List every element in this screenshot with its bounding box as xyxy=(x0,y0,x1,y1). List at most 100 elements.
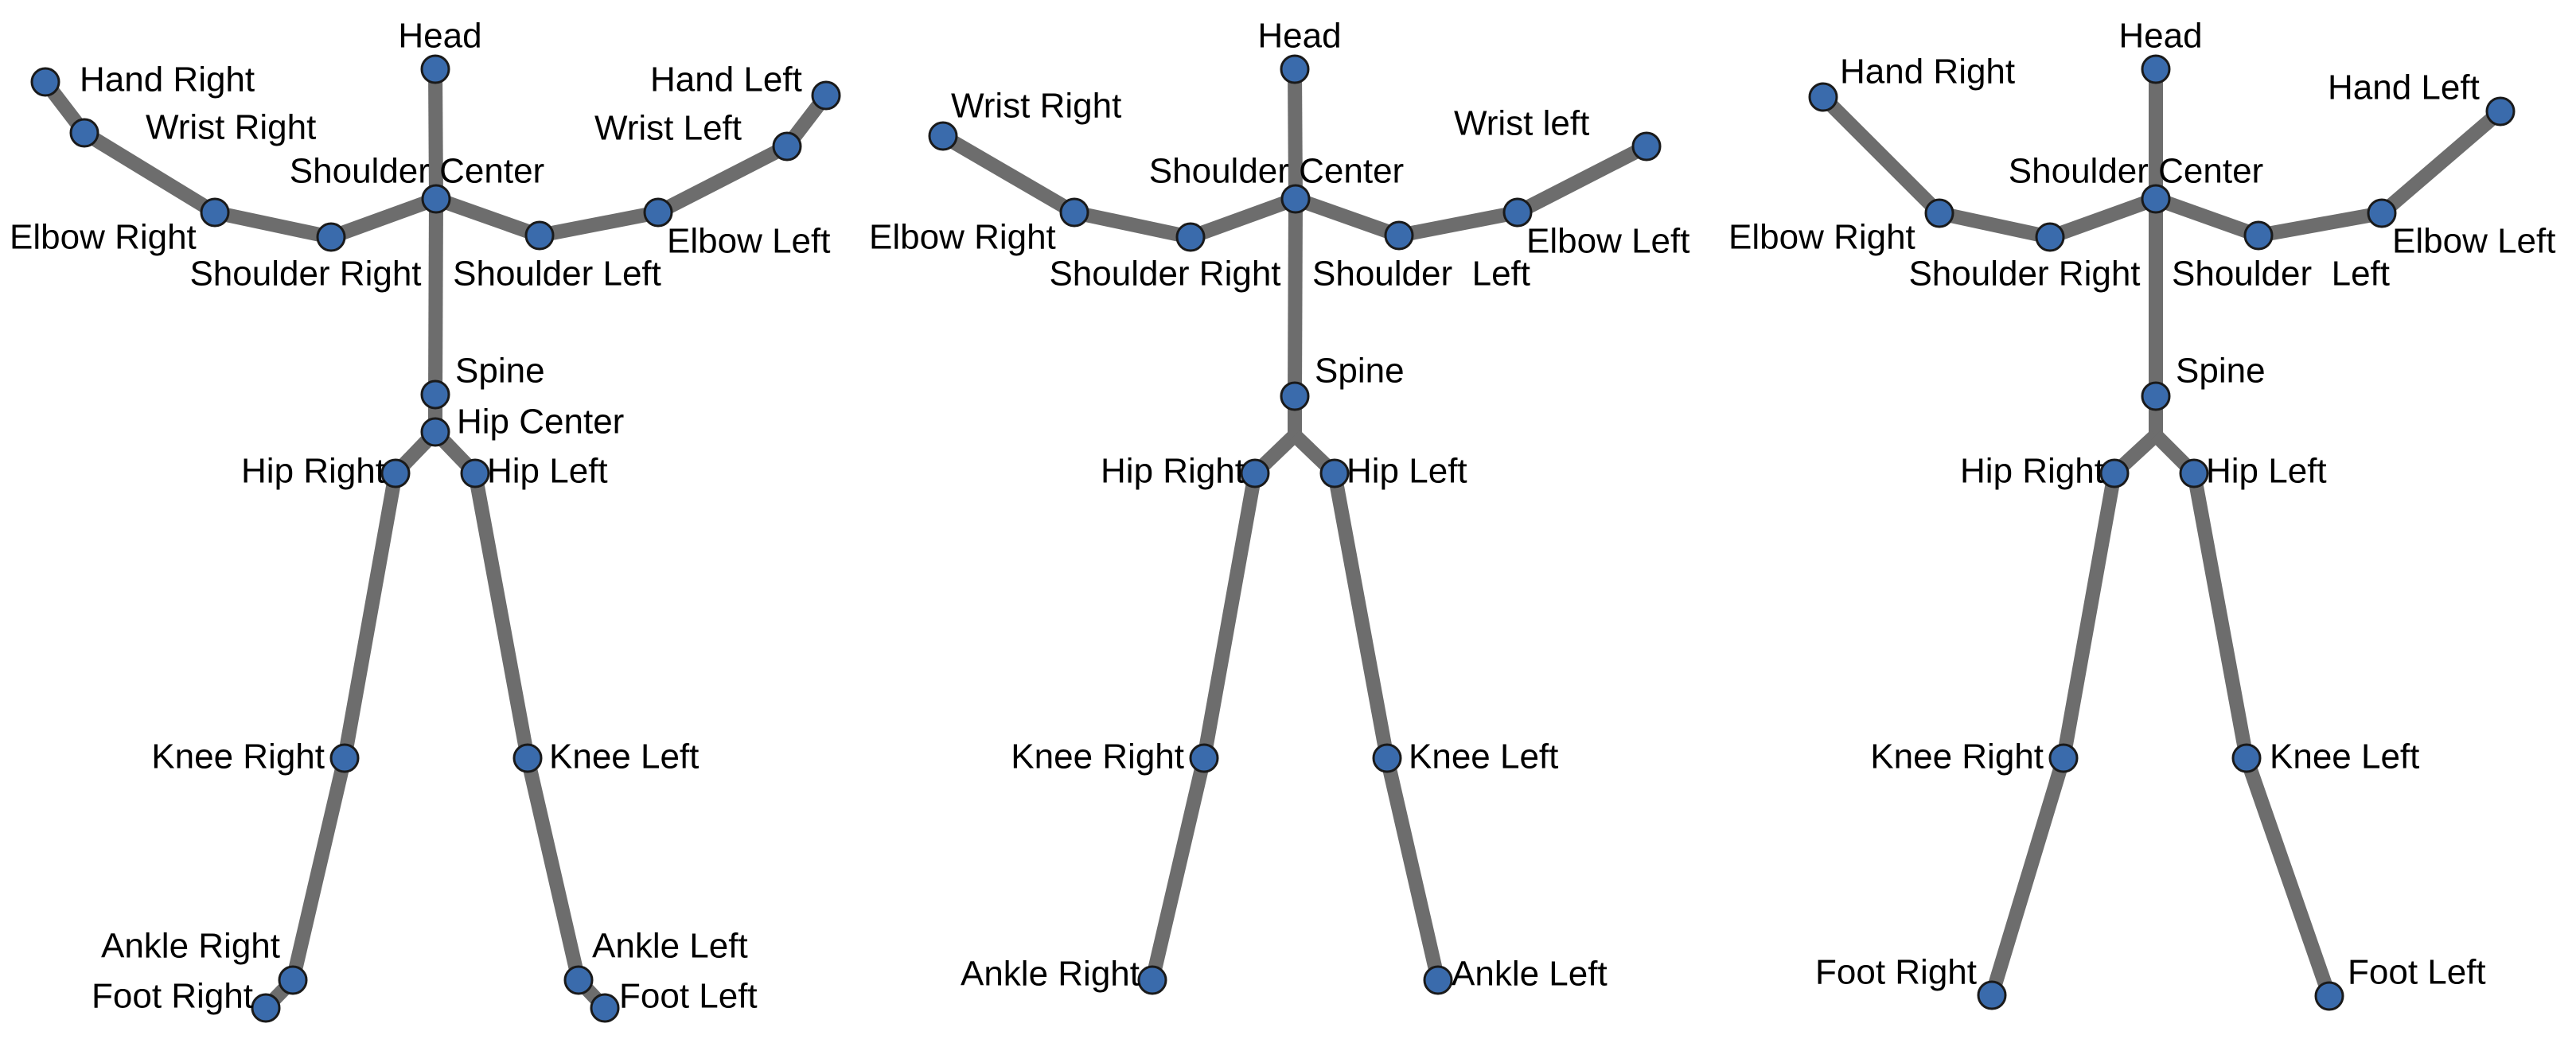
joint-shoulder_center-label: Shoulder Center xyxy=(1149,152,1404,191)
joint-ankle_left-label: Ankle Left xyxy=(592,927,748,966)
joint-foot_right-label: Foot Right xyxy=(1815,953,1977,992)
joint-spine-dot xyxy=(420,379,450,410)
joint-shoulder_center-dot xyxy=(1280,184,1311,214)
joint-shoulder_left-label: Shoulder Left xyxy=(453,255,661,294)
joint-knee_right-dot xyxy=(329,743,360,773)
joint-hand_left-dot xyxy=(811,80,841,111)
joint-hip_left-dot xyxy=(1319,458,1350,488)
joint-elbow_right-dot xyxy=(1059,197,1089,228)
joint-ankle_right-label: Ankle Right xyxy=(101,927,280,966)
joint-elbow_left-label: Elbow Left xyxy=(2392,222,2555,261)
joint-ankle_left-dot xyxy=(1423,965,1453,995)
joint-knee_left-label: Knee Left xyxy=(2270,737,2419,776)
joint-shoulder_center-label: Shoulder Center xyxy=(2009,152,2263,191)
joint-hand_right-label: Hand Right xyxy=(80,60,255,99)
bone-shoulder_center-shoulder_right xyxy=(2047,192,2159,244)
joint-head-dot xyxy=(2141,54,2171,84)
joint-elbow_right-dot xyxy=(200,197,230,228)
joint-hand_left-label: Hand Left xyxy=(650,60,802,99)
joint-wrist_left-dot xyxy=(1631,131,1662,161)
bone-elbow_left-wrist_left xyxy=(654,139,791,220)
bone-knee_right-foot_right xyxy=(1985,756,2071,998)
bone-elbow_left-hand_left xyxy=(2377,106,2505,219)
joint-knee_right-dot xyxy=(1189,743,1219,773)
joint-hip_left-dot xyxy=(460,458,490,488)
joint-shoulder_right-dot xyxy=(2035,222,2065,252)
bone-shoulder_center-shoulder_left xyxy=(433,192,543,243)
joint-shoulder_left-dot xyxy=(1384,220,1414,251)
joint-hand_right-label: Hand Right xyxy=(1840,53,2015,91)
joint-shoulder_left-dot xyxy=(2243,220,2274,251)
bone-shoulder_center-shoulder_left xyxy=(2153,192,2262,243)
joint-foot_right-label: Foot Right xyxy=(92,977,253,1016)
joint-knee_right-label: Knee Right xyxy=(1011,737,1184,776)
joint-wrist_right-label: Wrist Right xyxy=(146,108,316,147)
bone-shoulder_center-shoulder_left xyxy=(1292,192,1402,243)
joint-ankle_right-dot xyxy=(278,965,308,995)
joint-elbow_left-label: Elbow Left xyxy=(667,222,830,261)
joint-knee_right-label: Knee Right xyxy=(151,737,325,776)
joint-foot_right-dot xyxy=(1977,980,2007,1010)
joint-head-label: Head xyxy=(1257,17,1341,56)
joint-wrist_right-dot xyxy=(69,118,99,148)
joint-hip_center-label: Hip Center xyxy=(457,403,624,442)
bone-hip_left-knee_left xyxy=(2187,472,2254,760)
joint-ankle_left-dot xyxy=(563,965,594,995)
joint-wrist_right-label: Wrist Right xyxy=(951,87,1121,126)
joint-hand_right-dot xyxy=(30,67,60,97)
bone-knee_left-ankle_left xyxy=(520,756,586,983)
joint-elbow_right-dot xyxy=(1924,198,1954,228)
joint-elbow_right-label: Elbow Right xyxy=(10,218,197,257)
bone-head-shoulder_center xyxy=(428,68,443,200)
joint-ankle_right-dot xyxy=(1137,965,1167,995)
joint-hip_left-label: Hip Left xyxy=(2206,452,2327,491)
joint-foot_right-dot xyxy=(251,993,281,1023)
joint-shoulder_left-label: Shoulder Left xyxy=(1312,255,1530,294)
joint-knee_left-label: Knee Left xyxy=(1409,737,1558,776)
joint-wrist_left-label: Wrist Left xyxy=(594,109,742,148)
bone-elbow_right-hand_right xyxy=(1818,91,1945,219)
joint-hip_right-dot xyxy=(1240,458,1270,488)
joint-shoulder_right-label: Shoulder Right xyxy=(189,255,421,294)
joint-head-dot xyxy=(420,54,450,84)
joint-elbow_right-label: Elbow Right xyxy=(1728,218,1915,257)
joint-elbow_left-dot xyxy=(2367,198,2397,228)
joint-elbow_left-dot xyxy=(1502,197,1533,228)
joint-knee_left-dot xyxy=(512,743,543,773)
joint-shoulder_right-dot xyxy=(1175,222,1206,252)
joint-shoulder_left-label: Shoulder Left xyxy=(2172,255,2390,294)
joint-spine-dot xyxy=(2141,381,2171,411)
joint-spine-label: Spine xyxy=(2176,352,2266,391)
joint-wrist_left-dot xyxy=(772,131,802,161)
bone-elbow_right-wrist_right xyxy=(939,130,1078,219)
joint-wrist_left-label: Wrist left xyxy=(1454,104,1589,143)
joint-elbow_left-label: Elbow Left xyxy=(1526,222,1689,261)
bone-hip_left-knee_left xyxy=(468,472,535,760)
joint-shoulder_center-dot xyxy=(2141,184,2171,214)
joint-hip_right-dot xyxy=(2099,458,2130,488)
joint-foot_left-dot xyxy=(590,993,620,1023)
joint-shoulder_right-label: Shoulder Right xyxy=(1049,255,1280,294)
joint-knee_left-dot xyxy=(1372,743,1402,773)
bone-hip_right-knee_right xyxy=(2056,472,2122,760)
bone-elbow_left-wrist_left xyxy=(1514,139,1650,220)
bone-shoulder_center-shoulder_right xyxy=(328,192,439,244)
joint-spine-label: Spine xyxy=(455,352,545,391)
joint-elbow_left-dot xyxy=(643,197,673,228)
bone-shoulder_left-elbow_left xyxy=(538,205,660,243)
bone-shoulder_center-shoulder_right xyxy=(1187,192,1299,244)
bone-shoulder_left-elbow_left xyxy=(1397,205,1519,243)
bone-knee_right-ankle_right xyxy=(1145,756,1211,983)
joint-ankle_left-label: Ankle Left xyxy=(1452,955,1608,994)
bone-hip_right-knee_right xyxy=(337,472,403,760)
joint-foot_left-label: Foot Left xyxy=(619,977,758,1016)
bone-hip_left-knee_left xyxy=(1327,472,1394,760)
bone-knee_left-ankle_left xyxy=(1380,756,1445,983)
joint-head-label: Head xyxy=(2118,17,2202,56)
joint-hip_left-dot xyxy=(2179,458,2209,488)
joint-foot_left-dot xyxy=(2314,981,2344,1011)
